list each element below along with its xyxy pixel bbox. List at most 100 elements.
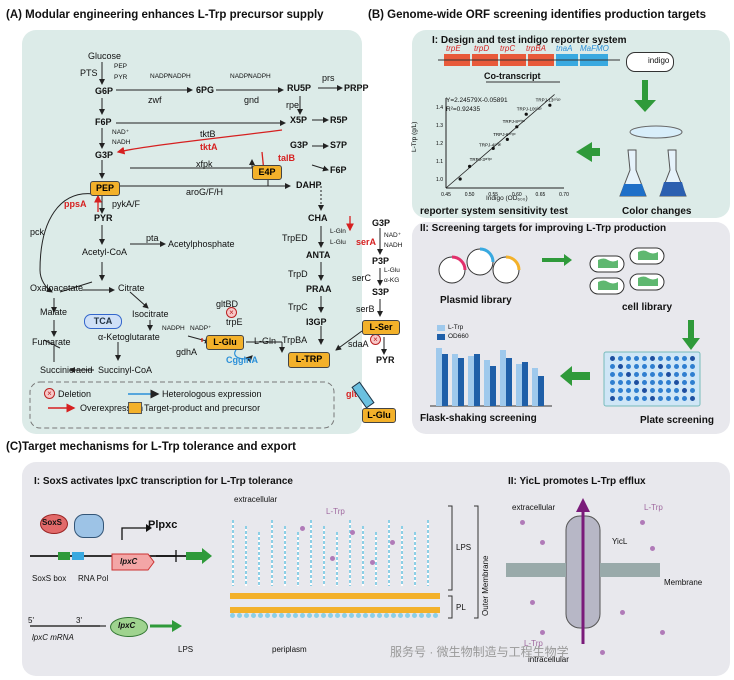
- phospholipid-head: [377, 613, 382, 618]
- mrna-label: lpxC mRNA: [32, 633, 74, 642]
- phospholipid-head: [405, 613, 410, 618]
- bar-od: [458, 358, 464, 406]
- lps-chain: [232, 520, 234, 586]
- legend-overexpression: Overexpression: [80, 403, 144, 413]
- mrna-5prime: 5': [28, 616, 34, 625]
- phospholipid-head: [286, 613, 291, 618]
- scatter-point: [505, 137, 509, 141]
- s7p-label: S7P: [330, 140, 348, 150]
- soxs-box-label: SoxS box: [32, 574, 67, 583]
- pykaf-enzyme: pykA/F: [112, 199, 141, 209]
- chart-y-tick: 1.0: [436, 177, 443, 183]
- akg-label: α-Ketoglutarate: [98, 332, 160, 342]
- lglu-target-box-2: L-Glu: [362, 408, 396, 423]
- akg-cofactor: α-KG: [384, 277, 400, 284]
- prs-enzyme: prs: [322, 73, 335, 83]
- nadp-cofactor: NADP⁺: [230, 73, 252, 80]
- plate-well: [674, 396, 679, 401]
- lps-small-label: LPS: [178, 645, 194, 654]
- plate-well: [618, 380, 623, 385]
- sera-enzyme: serA: [356, 237, 377, 247]
- phospholipid-head: [300, 613, 305, 618]
- plate-label: Plate screening: [640, 415, 714, 426]
- ltrp-molecule: [540, 540, 545, 545]
- membrane-label: Membrane: [664, 578, 703, 587]
- phospholipid-head: [433, 613, 438, 618]
- ltrp-molecule: [370, 560, 375, 565]
- plate-well: [682, 364, 687, 369]
- plate-well: [682, 396, 687, 401]
- bar-ltrp: [516, 364, 522, 406]
- yicl-label: YicL: [612, 537, 628, 546]
- plate-well: [634, 364, 639, 369]
- strain-label: TRPJ-13ᵒʳⁱᵍᵒ: [536, 97, 561, 103]
- panel-c-title: (C)Target mechanisms for L-Trp tolerance…: [6, 441, 296, 453]
- plate-well: [610, 372, 615, 377]
- lps-chain: [349, 520, 351, 586]
- ltrp-molecule: [530, 600, 535, 605]
- bar-od: [506, 358, 512, 406]
- fit-line: [445, 94, 555, 189]
- indigo-cell: [626, 52, 674, 72]
- r5p-label: R5P: [330, 115, 348, 125]
- ltrp-molecule: [540, 630, 545, 635]
- acetylcoa-label: Acetyl-CoA: [82, 247, 128, 257]
- phospholipid-head: [342, 613, 347, 618]
- lglu-cofactor: L-Glu: [330, 239, 346, 246]
- glts-enzyme: gltS: [346, 389, 363, 399]
- fumarate-label: Fumarate: [32, 337, 71, 347]
- phospholipid-head: [272, 613, 277, 618]
- phospholipid-head: [412, 613, 417, 618]
- cha-label: CHA: [308, 213, 328, 223]
- tca-label: TCA: [84, 314, 122, 329]
- p3p-label: P3P: [372, 256, 390, 266]
- scatter-point: [515, 125, 519, 129]
- ltrp-molecule: [600, 650, 605, 655]
- dahp-label: DAHP: [296, 180, 322, 190]
- phospholipid-head: [391, 613, 396, 618]
- strain-label: TRPJ-6ᵒʳⁱᵍᵒ: [493, 131, 516, 137]
- plate-well: [618, 356, 623, 361]
- chart-x-tick: 0.60: [512, 192, 522, 198]
- plate-well: [674, 372, 679, 377]
- lgln-label: L-Gln: [254, 336, 277, 346]
- plate-well: [690, 364, 695, 369]
- trpba-enzyme: TrpBA: [282, 335, 308, 345]
- gene-trpE-label: trpE: [446, 44, 461, 53]
- plate-well: [690, 396, 695, 401]
- plate-well: [626, 364, 631, 369]
- plate-well: [610, 396, 615, 401]
- legend-target-swatch: [128, 402, 142, 414]
- mrna-3prime: 3': [76, 616, 82, 625]
- phospholipid-head: [328, 613, 333, 618]
- nad-cofactor: NAD⁺: [112, 129, 130, 136]
- plate-well: [634, 380, 639, 385]
- ltrp-label-c2: L-Trp: [644, 503, 663, 512]
- phospholipid-head: [265, 613, 270, 618]
- plate-well: [650, 364, 655, 369]
- legend-ltrp-swatch: [437, 325, 445, 331]
- scatter-point: [468, 164, 472, 168]
- i3gp-label: I3GP: [306, 317, 327, 327]
- intracellular-label: intracellular: [528, 655, 569, 664]
- color-changes-label: Color changes: [622, 206, 692, 217]
- plate-well: [666, 356, 671, 361]
- pyr-label-3: PYR: [376, 355, 395, 365]
- bar-od: [538, 376, 544, 406]
- plate-well: [682, 372, 687, 377]
- pep-cofactor: PEP: [114, 63, 128, 70]
- plate-well: [626, 356, 631, 361]
- plate-well: [634, 396, 639, 401]
- lglu-cofactor: L-Glu: [384, 267, 400, 274]
- indigo-label: indigo: [648, 56, 670, 65]
- bar-od: [442, 354, 448, 406]
- lps-chain: [271, 520, 273, 586]
- lser-target-box: L-Ser: [362, 320, 400, 335]
- nadh-cofactor: NADH: [384, 242, 403, 249]
- e4p-target-box: E4P: [252, 165, 282, 180]
- lpxc-gene-label: lpxC: [120, 557, 138, 566]
- plate-well: [674, 364, 679, 369]
- deletion-icon: ×: [44, 388, 55, 399]
